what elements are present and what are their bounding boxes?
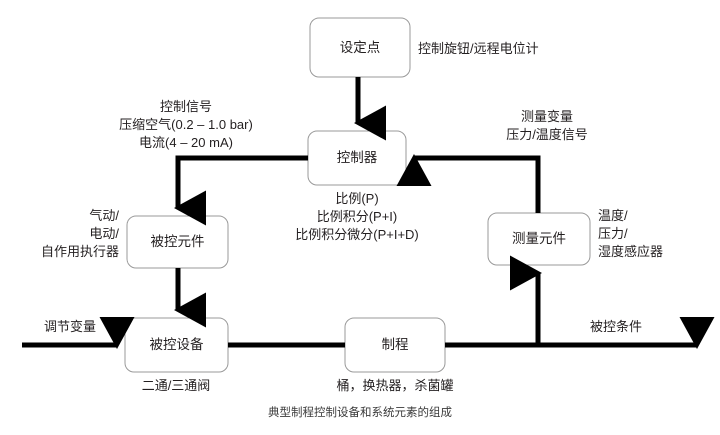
- annotation-actuator-line1: 气动/: [89, 208, 119, 223]
- annotation-controller-mode-line2: 比例积分(P+I): [316, 209, 398, 224]
- label-measuring-element: 测量元件: [512, 231, 566, 246]
- annotation-controller-mode-line3: 比例积分微分(P+I+D): [295, 227, 419, 242]
- diagram-caption: 典型制程控制设备和系统元素的组成: [268, 407, 452, 419]
- annotation-controlled-condition: 被控条件: [589, 319, 642, 334]
- annotation-measured-variable-line2: 压力/温度信号: [506, 127, 588, 142]
- annotation-valve-note: 二通/三通阀: [141, 378, 211, 393]
- label-setpoint: 设定点: [339, 40, 381, 55]
- label-controlled-element: 被控元件: [150, 234, 205, 249]
- annotation-actuator-line2: 电动/: [89, 226, 119, 241]
- annotation-control-signal-line3: 电流(4 – 20 mA): [139, 135, 233, 150]
- annotation-control-signal-line1: 控制信号: [159, 99, 212, 114]
- annotation-control-signal-line2: 压缩空气(0.2 – 1.0 bar): [119, 117, 253, 132]
- annotation-measured-variable-line1: 测量变量: [520, 109, 573, 124]
- annotation-process-note: 桶，换热器，杀菌罐: [336, 378, 454, 393]
- label-process: 制程: [381, 337, 409, 352]
- annotation-sensor-line1: 温度/: [598, 208, 628, 223]
- annotation-sensor-line3: 湿度感应器: [598, 244, 664, 259]
- label-controlled-device: 被控设备: [149, 337, 204, 352]
- annotation-setpoint-note: 控制旋钮/远程电位计: [418, 41, 539, 56]
- annotation-sensor-line2: 压力/: [598, 226, 628, 241]
- label-controller: 控制器: [336, 150, 378, 165]
- link-measuring-element-to-controller: [396, 153, 541, 213]
- annotation-manipulated-variable: 调节变量: [43, 319, 96, 334]
- annotation-controller-mode-line1: 比例(P): [335, 191, 379, 206]
- link-controller-to-controlled-element: [173, 155, 308, 226]
- annotation-actuator-line3: 自作用执行器: [40, 244, 119, 259]
